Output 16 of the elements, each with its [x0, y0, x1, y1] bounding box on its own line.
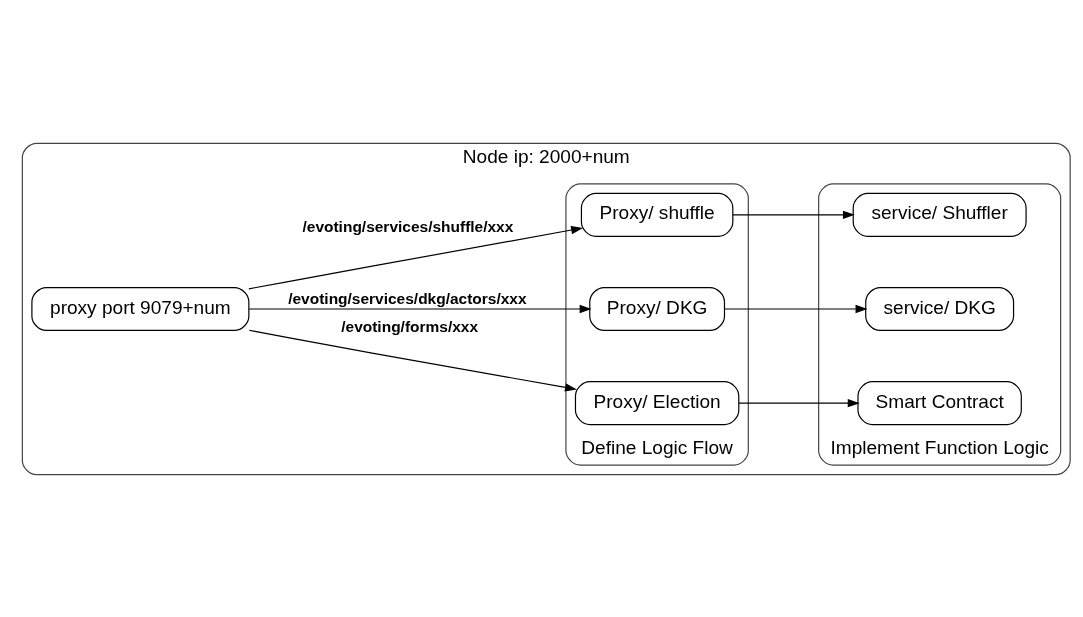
arrow	[738, 398, 860, 407]
node-box: Proxy/ Election	[574, 380, 740, 425]
arrow	[248, 329, 577, 392]
node-box: Proxy/ DKG	[589, 286, 726, 331]
arrow	[724, 304, 868, 313]
edge-label: /evoting/services/shuffle/xxx	[302, 217, 514, 235]
node-box: proxy port 9079+num	[31, 286, 250, 331]
node-box: service/ Shuffler	[852, 192, 1027, 237]
arrow	[248, 225, 584, 289]
node-box: Proxy/ shuffle	[580, 192, 734, 237]
edge-label: /evoting/forms/xxx	[341, 317, 479, 335]
arrow	[732, 210, 855, 219]
node-box: Smart Contract	[857, 380, 1022, 425]
edge-label: /evoting/services/dkg/actors/xxx	[288, 289, 527, 307]
arrow	[248, 304, 592, 313]
node-box: service/ DKG	[865, 286, 1015, 331]
